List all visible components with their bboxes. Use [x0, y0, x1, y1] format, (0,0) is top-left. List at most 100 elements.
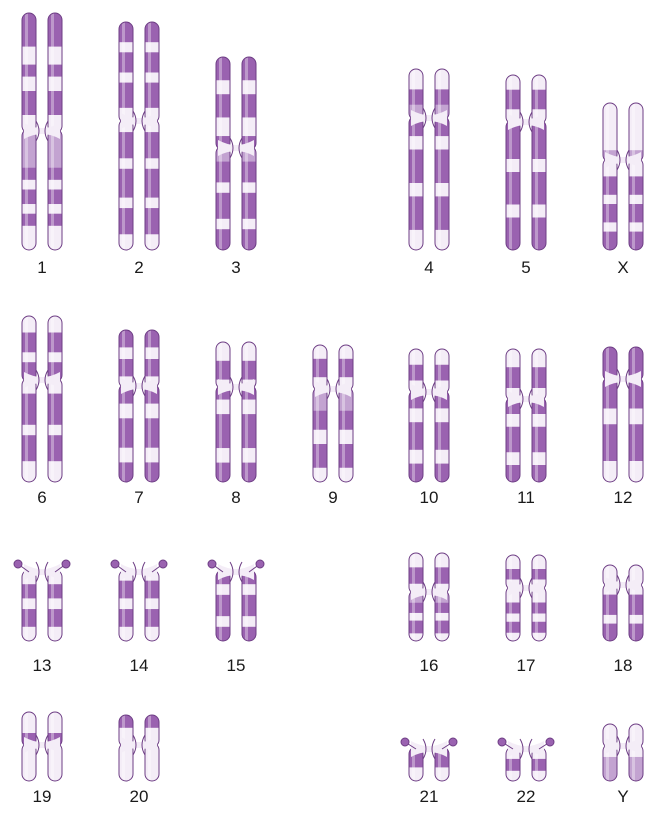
chromosome-band	[629, 424, 643, 461]
chromosome-band	[22, 168, 36, 181]
chromosome-label-X: X	[593, 258, 651, 278]
chromosome-band	[435, 621, 449, 634]
chromosome-band	[242, 361, 256, 380]
chromosome-band	[22, 756, 36, 781]
chromosome-band	[629, 409, 643, 425]
chromosome-band	[435, 422, 449, 450]
chromatid-arm-q	[339, 387, 353, 483]
chromosome-band	[22, 13, 36, 47]
chromatid-arm-q	[145, 119, 159, 251]
chromosome-label-18: 18	[593, 656, 651, 676]
chromosome-band	[145, 52, 159, 73]
chromosome-band	[119, 581, 133, 599]
chromosome-band	[22, 180, 36, 190]
chromosome-band	[629, 361, 643, 372]
satellite	[449, 738, 457, 746]
chromosome-4	[409, 69, 449, 251]
chromatid-arm-q	[22, 378, 36, 483]
chromosome-band	[506, 452, 520, 465]
chromosome-band	[435, 69, 449, 90]
chromosome-2	[119, 22, 159, 251]
chromosome-band	[532, 614, 546, 623]
chromosome-band	[629, 176, 643, 195]
chromosome-band	[48, 352, 62, 362]
chromosome-band	[119, 52, 133, 73]
chromosome-band	[435, 89, 449, 105]
chromosome-band	[506, 569, 520, 580]
chromosome-band	[506, 172, 520, 205]
chromosome-Y	[603, 724, 643, 782]
chromosome-6	[22, 316, 62, 483]
chromosome-band	[216, 584, 230, 595]
chromatid-arm-q	[242, 570, 256, 642]
chromosome-band	[22, 190, 36, 205]
chromatid-arm-p	[48, 13, 62, 134]
chromosome-5	[506, 75, 546, 251]
chromosome-band	[119, 73, 133, 84]
chromosome-band	[506, 633, 520, 642]
chromosome-band	[409, 422, 423, 450]
chromatid-arm-q	[435, 116, 449, 251]
chromosome-band	[22, 394, 36, 426]
chromosome-band	[242, 616, 256, 627]
chromosome-band	[409, 69, 423, 90]
chromosome-10	[409, 349, 449, 483]
chromosome-band	[242, 193, 256, 220]
chromosome-label-20: 20	[109, 787, 169, 807]
chromosome-band	[242, 182, 256, 193]
chromosome-band	[145, 169, 159, 198]
chromatid-arm-p	[216, 57, 230, 151]
chromatid-arm-q	[48, 378, 62, 483]
chromosome-band	[48, 226, 62, 251]
chromosome-label-10: 10	[399, 488, 459, 508]
chromosome-band	[506, 427, 520, 453]
chromosome-label-1: 1	[12, 258, 72, 278]
chromosome-band	[603, 204, 617, 223]
chromosome-band	[216, 182, 230, 193]
chromosome-band	[216, 117, 230, 136]
chromosome-band	[119, 347, 133, 359]
chromosome-band	[339, 444, 353, 468]
chromosome-band	[48, 204, 62, 214]
chromosome-3	[216, 57, 256, 251]
chromosome-label-5: 5	[496, 258, 556, 278]
chromosome-label-8: 8	[206, 488, 266, 508]
chromosome-band	[532, 569, 546, 580]
chromosome-band	[145, 598, 159, 609]
chromosome-band	[532, 414, 546, 427]
chromatid-arm-q	[532, 120, 546, 251]
chromatid-arm-q	[313, 387, 327, 483]
chromosome-label-13: 13	[12, 656, 72, 676]
chromosome-band	[506, 603, 520, 615]
chromatid-arm-q	[145, 384, 159, 483]
chromosome-label-7: 7	[109, 488, 169, 508]
chromosome-band	[409, 633, 423, 641]
chromosome-band	[242, 584, 256, 595]
satellite	[401, 738, 409, 746]
chromosome-band	[506, 218, 520, 251]
chromosome-band	[22, 91, 36, 116]
chromosome-band	[48, 425, 62, 436]
chromosome-band	[145, 73, 159, 84]
chromosome-label-11: 11	[496, 488, 556, 508]
chromosome-band	[603, 195, 617, 205]
chromosome-band	[22, 65, 36, 78]
chromosome-band	[216, 414, 230, 448]
chromosome-X	[603, 103, 643, 251]
satellite	[498, 738, 506, 746]
chromosome-band	[22, 435, 36, 462]
chromosome-label-15: 15	[206, 656, 266, 676]
chromosome-band	[242, 162, 256, 183]
chromosome-band	[119, 448, 133, 463]
chromosome-band	[532, 205, 546, 219]
chromosome-band	[435, 567, 449, 584]
chromosome-band	[48, 47, 62, 66]
chromosome-band	[532, 218, 546, 251]
chromosome-band	[145, 347, 159, 359]
chromosome-9	[313, 345, 353, 483]
chromosome-band	[22, 609, 36, 627]
chromosome-band	[119, 598, 133, 609]
chromosome-band	[216, 400, 230, 415]
chromosome-band	[22, 47, 36, 66]
chromosome-band	[409, 136, 423, 150]
